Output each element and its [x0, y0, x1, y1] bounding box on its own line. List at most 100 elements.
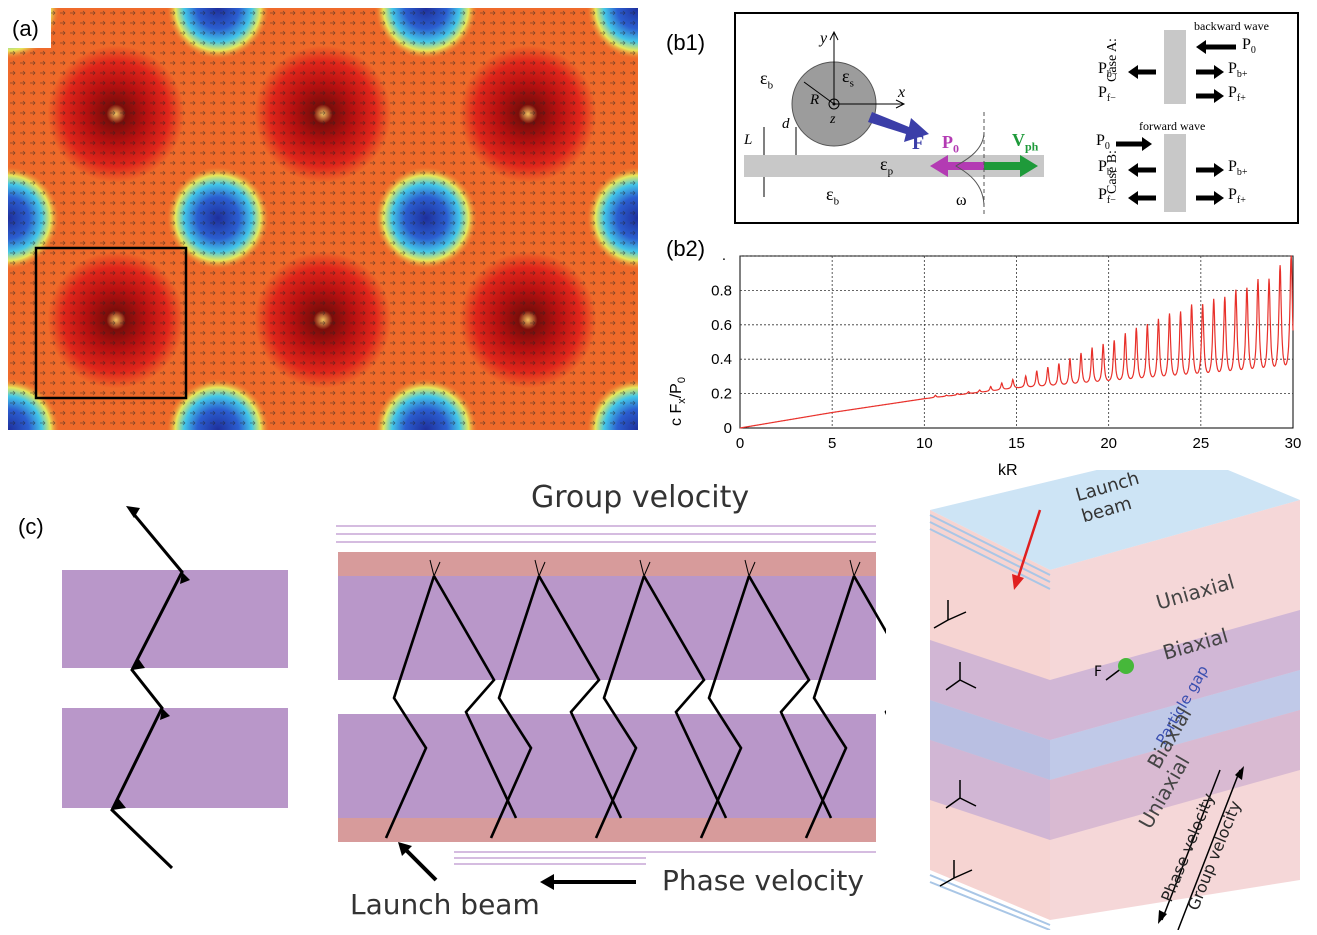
case-b-label: Case B:	[1105, 150, 1120, 194]
caseB-P0: P0	[1096, 132, 1110, 153]
resonance-peak	[945, 394, 948, 396]
case-a-label: Case A:	[1105, 38, 1120, 82]
forward-wave-label: forward wave	[1139, 119, 1205, 133]
resonance-peak	[1146, 325, 1148, 328]
resonance-peak	[1012, 379, 1014, 381]
x-tick-label: 15	[1008, 435, 1025, 452]
resonance-peak	[1036, 370, 1038, 372]
ray-up	[594, 575, 646, 839]
d-label: d	[782, 116, 790, 132]
x-tick-label: 25	[1192, 435, 1209, 452]
y-tick-label: 0	[724, 420, 732, 437]
caseB-Pfm: Pf−	[1098, 186, 1116, 207]
ray-up	[699, 575, 751, 839]
panel-label-a: (a)	[8, 8, 51, 48]
y-axis-label: y	[820, 30, 828, 47]
caseA-Pfp: Pf+	[1228, 84, 1246, 105]
resonance-peak	[1025, 375, 1027, 377]
x-tick-label: 20	[1100, 435, 1117, 452]
resonance-peak	[1191, 307, 1193, 309]
vph-label: Vph	[1012, 130, 1039, 154]
y-tick-label: 0.2	[711, 386, 732, 403]
force-series-line	[739, 255, 1294, 429]
resonance-peak	[1224, 300, 1226, 302]
schematic-b1: Case A: Case B: backward wave forward wa…	[734, 12, 1299, 224]
launch-beam-label: Launch beam	[350, 888, 540, 921]
resonance-peak	[990, 386, 992, 388]
chart-xlabel: kR	[998, 462, 1018, 479]
ray-down	[432, 575, 518, 819]
eps-b-bottom: εb	[826, 184, 840, 208]
panel-label-c: (c)	[14, 514, 48, 540]
caseA-Pfm: Pf−	[1098, 84, 1116, 105]
resonance-peak	[1113, 341, 1115, 343]
caseB-Pbm: Pb−	[1098, 158, 1118, 179]
y-tick-label-top: .	[722, 247, 726, 264]
ray-down	[747, 575, 833, 819]
L-label: L	[744, 132, 753, 148]
backward-wave-label: backward wave	[1194, 19, 1269, 33]
ray-up	[804, 575, 856, 839]
force-spectrum-chart: 0 5 10 15 20 25 30 0 0.2 0.4 0.6 0.8.	[711, 247, 1302, 452]
resonance-peak	[1069, 358, 1071, 360]
resonance-peak	[1213, 301, 1215, 304]
caseA-Pbp: Pb+	[1228, 60, 1248, 81]
x-tick-label: 10	[916, 435, 933, 452]
resonance-peak	[1257, 282, 1259, 285]
panel-label-b2: (b2)	[662, 236, 710, 262]
resonance-peak	[1091, 348, 1093, 350]
panel-c-right: Launch beam Uniaxial Biaxial F Particle …	[910, 450, 1310, 931]
caseA-P0: P0	[1242, 36, 1256, 57]
panel-c-middle: Group velocity Phase velocity Launch bea…	[336, 480, 886, 921]
x-tick-label: 5	[828, 435, 836, 452]
resonance-peak	[956, 393, 959, 395]
phase-velocity-label: Phase velocity	[662, 864, 864, 897]
unit-cell-box	[34, 246, 188, 400]
resonance-peak	[1279, 269, 1281, 271]
omega-label: ω	[956, 192, 967, 209]
x-axis-label: x	[898, 84, 906, 101]
y-tick-label: 0.4	[711, 351, 732, 368]
y-tick-label: 0.6	[711, 317, 732, 334]
x-tick-label: 30	[1285, 435, 1302, 452]
z-axis-label: z	[830, 112, 836, 127]
caseA-Pbm: Pb−	[1098, 60, 1118, 81]
resonance-peak	[1047, 367, 1049, 369]
resonance-peak	[1001, 382, 1003, 384]
ray-down	[852, 575, 886, 716]
caseB-Pbp: Pb+	[1228, 158, 1248, 179]
panel-a: (a)	[8, 8, 638, 430]
force-label: F	[912, 132, 925, 154]
eps-p: εp	[880, 154, 894, 178]
field-map	[8, 8, 638, 430]
eps-b-top: εb	[760, 68, 774, 92]
radius-label: R	[810, 92, 820, 108]
resonance-peak	[979, 389, 981, 391]
ray-down	[537, 575, 623, 819]
p0-label: P0	[942, 132, 959, 156]
resonance-peak	[934, 394, 936, 396]
force-F-label: F	[1094, 664, 1103, 680]
resonance-peak	[1102, 344, 1104, 347]
panel-c-left	[60, 500, 300, 880]
chart-ylabel: c Fx/P0	[668, 377, 689, 426]
panel-b2: 0 5 10 15 20 25 30 0 0.2 0.4 0.6 0.8. c Fx/P0 kR	[668, 236, 1308, 486]
resonance-peak	[1179, 313, 1182, 316]
x-tick-label: 0	[736, 435, 744, 452]
resonance-peak	[1135, 329, 1137, 331]
resonance-peak	[1080, 353, 1082, 355]
resonance-peak	[1290, 255, 1292, 257]
surface-reflection	[429, 559, 441, 577]
panel-b1: Case A: Case B: backward wave forward wa…	[734, 12, 1299, 224]
caseB-Pfp: Pf+	[1228, 186, 1246, 207]
resonance-peak	[1268, 282, 1270, 285]
resonance-peak	[1246, 291, 1248, 293]
ray-up	[489, 575, 541, 839]
surface-reflection	[744, 559, 756, 577]
resonance-peak	[1058, 363, 1060, 365]
panel-label-b1: (b1)	[662, 30, 710, 56]
resonance-peak	[1202, 307, 1204, 309]
surface-reflection	[534, 559, 546, 577]
y-tick-label: 0.8	[711, 282, 732, 299]
eps-s: εs	[842, 66, 854, 90]
